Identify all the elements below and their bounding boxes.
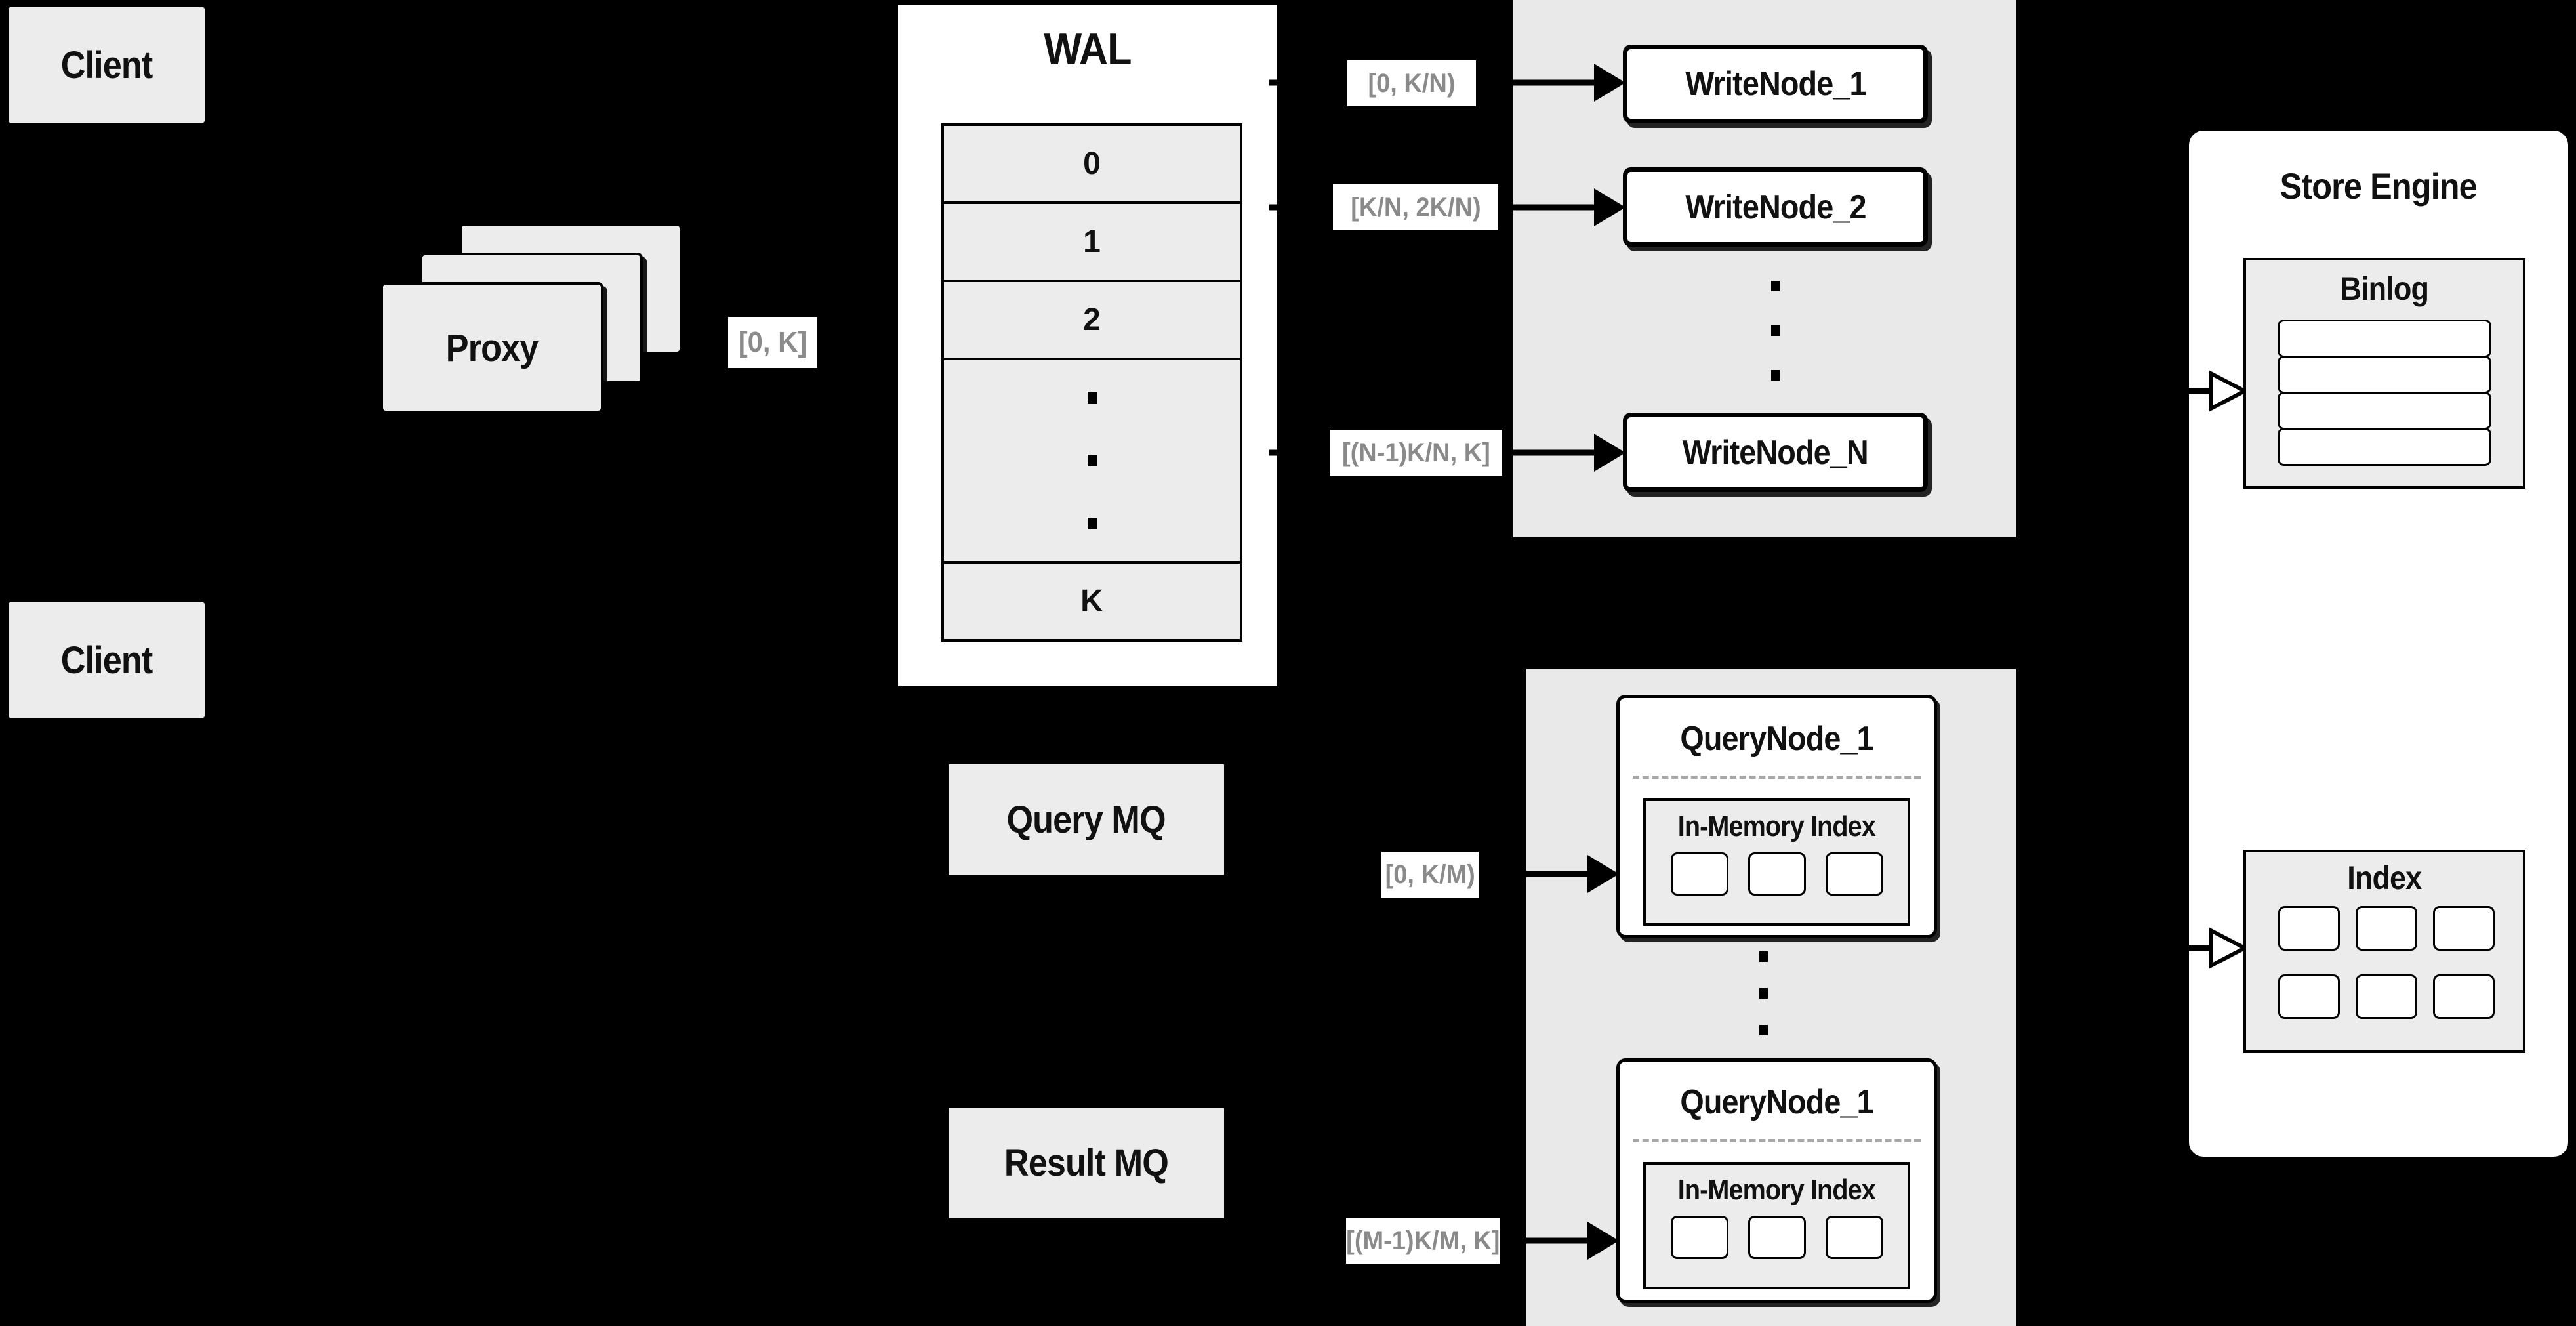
index-title: Index (2347, 860, 2422, 896)
inmemory-cell (1670, 852, 1728, 896)
wal-ellipsis (941, 358, 1242, 564)
querynode-2-box: QueryNode_1 In-Memory Index (1616, 1058, 1937, 1303)
ellipsis-dot (1087, 392, 1097, 404)
binlog-title: Binlog (2340, 270, 2429, 307)
writenode-1-box: WriteNode_1 (1623, 45, 1928, 123)
index-cell (2433, 974, 2495, 1019)
index-cell (2433, 906, 2495, 951)
inmemory-index-box: In-Memory Index (1643, 798, 1910, 926)
wal-row-1: 1 (941, 201, 1242, 282)
ellipsis-dot (1771, 325, 1780, 336)
writenode-n-box: WriteNode_N (1623, 413, 1928, 492)
store-engine-title: Store Engine (2280, 165, 2478, 207)
querynode-1-box: QueryNode_1 In-Memory Index (1616, 695, 1937, 938)
binlog-row (2278, 392, 2491, 430)
solid-arrowhead-icon (1587, 855, 1619, 893)
binlog-row (2278, 320, 2491, 358)
range-label-querynode1: [0, K/M) (1381, 852, 1479, 898)
ellipsis-dot (1087, 455, 1097, 466)
range-label-writenode1: [0, K/N) (1347, 60, 1476, 106)
inmemory-index-box: In-Memory Index (1643, 1162, 1910, 1289)
result-mq-box: Result MQ (947, 1106, 1226, 1220)
ellipsis-dot (1771, 281, 1780, 291)
wal-title: WAL (1044, 24, 1132, 74)
binlog-row (2278, 428, 2491, 466)
ellipsis-dot (1759, 951, 1768, 962)
index-cell (2278, 906, 2340, 951)
hollow-arrowhead-icon (2209, 927, 2249, 969)
inmemory-cell (1825, 1216, 1883, 1259)
range-label-writenode2: [K/N, 2K/N) (1333, 184, 1498, 230)
inmemory-index-title: In-Memory Index (1677, 810, 1876, 842)
client-top-box: Client (7, 5, 207, 125)
querynode-title: QueryNode_1 (1680, 720, 1873, 758)
index-cell (2356, 906, 2417, 951)
inmemory-index-title: In-Memory Index (1677, 1174, 1876, 1206)
ellipsis-dot (1087, 518, 1097, 529)
wal-row-2: 2 (941, 280, 1242, 360)
querynode-ellipsis (1759, 951, 1768, 1035)
range-label-querynode2: [(M-1)K/M, K] (1346, 1218, 1500, 1264)
range-label-writenoden: [(N-1)K/N, K] (1330, 430, 1502, 476)
querynode-title: QueryNode_1 (1680, 1083, 1873, 1121)
proxy-card-front: Proxy (380, 282, 603, 413)
index-box: Index (2243, 850, 2525, 1053)
querynode-divider (1633, 776, 1921, 779)
inmemory-cells (1670, 852, 1883, 896)
ellipsis-dot (1771, 370, 1780, 381)
range-label-proxy-wal: [0, K] (728, 317, 817, 368)
inmemory-cell (1748, 852, 1806, 896)
binlog-rows (2278, 320, 2491, 466)
inmemory-cell (1670, 1216, 1728, 1259)
wal-row-0: 0 (941, 123, 1242, 204)
inmemory-cells (1670, 1216, 1883, 1259)
solid-arrowhead-icon (1594, 64, 1625, 102)
inmemory-cell (1748, 1216, 1806, 1259)
wal-row-k: K (941, 561, 1242, 642)
binlog-box: Binlog (2243, 258, 2525, 489)
query-mq-box: Query MQ (947, 762, 1226, 877)
index-cell (2278, 974, 2340, 1019)
solid-arrowhead-icon (1594, 434, 1625, 472)
binlog-row (2278, 356, 2491, 394)
hollow-arrowhead-icon (2209, 370, 2249, 412)
solid-arrowhead-icon (1587, 1222, 1619, 1260)
wal-table: 0 1 2 K (941, 123, 1242, 642)
client-bottom-box: Client (7, 600, 207, 720)
solid-arrowhead-icon (1594, 188, 1625, 226)
index-cell (2356, 974, 2417, 1019)
solid-arrowhead-icon (866, 324, 896, 361)
querynode-divider (1633, 1139, 1921, 1142)
inmemory-cell (1825, 852, 1883, 896)
ellipsis-dot (1759, 988, 1768, 999)
writenode-ellipsis (1771, 281, 1780, 381)
proxy-label: Proxy (445, 326, 539, 369)
ellipsis-dot (1759, 1025, 1768, 1035)
index-cells (2278, 906, 2495, 1019)
writenode-2-box: WriteNode_2 (1623, 167, 1928, 247)
